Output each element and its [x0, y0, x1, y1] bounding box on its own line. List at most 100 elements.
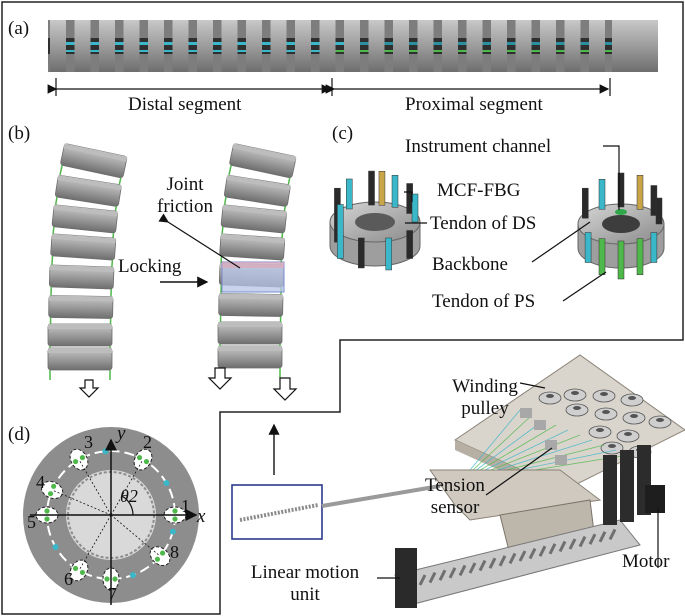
screw-thread [478, 559, 487, 572]
screw-thread [498, 555, 507, 567]
link-disk [123, 20, 140, 72]
x-axis-label: x [197, 506, 206, 527]
tendon-ps-label: Tendon of PS [432, 291, 536, 312]
tendon-segment [139, 42, 148, 45]
tendon-segment [237, 42, 246, 45]
down-arrow-left [78, 379, 100, 398]
tendon-segment [458, 50, 467, 52]
hole-number-8: 8 [170, 542, 179, 562]
tendon-segment [311, 50, 320, 52]
rod [337, 204, 344, 259]
mcf-fbg-label: MCF-FBG [437, 180, 521, 201]
link-disk [515, 20, 532, 72]
link-disk [74, 20, 91, 72]
cyan-hole [169, 528, 176, 535]
tendon-segment [139, 50, 148, 52]
tendon-segment [262, 42, 271, 45]
spoke [51, 489, 112, 516]
tendon-segment [164, 50, 173, 52]
rod [385, 237, 392, 271]
screw-thread [558, 540, 567, 553]
rod [406, 230, 413, 259]
tendon-segment [286, 42, 295, 45]
bending-link [50, 233, 117, 271]
backbone-label: Backbone [432, 254, 508, 275]
link-disk [319, 20, 336, 72]
pulley-hub [656, 418, 664, 422]
link-disk [564, 20, 581, 72]
screw-thread [608, 528, 617, 541]
leader-instrument-channel [603, 145, 620, 210]
tendon-hole [79, 454, 86, 461]
tendon-segment [409, 50, 418, 52]
screw-thread [468, 562, 477, 574]
down-arrow-right [272, 377, 298, 401]
tendon-segment [531, 42, 540, 45]
screw-thread [548, 543, 557, 555]
pulley-hub [630, 414, 638, 418]
bending-link [223, 174, 291, 217]
link-disk [172, 20, 189, 72]
rod [411, 193, 419, 223]
panel-d-cross-section [23, 427, 199, 605]
tendon-segment [360, 42, 369, 45]
leader-winding-pulley [519, 382, 546, 389]
screw-thread [438, 569, 447, 581]
tendon-segment [409, 42, 418, 45]
screw-thread [568, 538, 577, 550]
linear-motion-unit-label: Linear motion unit [250, 562, 360, 605]
tension-sensor-label: Tension sensor [425, 475, 485, 518]
link-disk [295, 20, 311, 72]
screw-thread [428, 571, 437, 584]
pulley-hub [602, 410, 610, 414]
pulley-hub [573, 406, 581, 410]
rod [346, 178, 353, 210]
panel-label-a: (a) [8, 18, 30, 39]
link-disk [344, 20, 360, 72]
screw-thread [578, 535, 587, 548]
tendon-hole [136, 454, 143, 461]
link-disk [246, 20, 262, 72]
rod [582, 187, 589, 219]
tendon-hole [104, 576, 110, 582]
distal-segment-label: Distal segment [128, 94, 242, 115]
tendon-segment [458, 42, 467, 45]
rod [598, 179, 606, 210]
tendon-segment [556, 42, 565, 45]
pulley-hub [624, 432, 632, 436]
inset-box [231, 484, 323, 540]
screw-thread [508, 552, 517, 565]
tendon-segment [580, 42, 589, 45]
link-disk [589, 20, 605, 72]
link-disk [491, 20, 507, 72]
tendon-segment [66, 50, 75, 52]
tendon-segment [580, 50, 589, 52]
leader-backbone [531, 221, 591, 263]
tendon-hole [51, 483, 57, 489]
tendon-segment [605, 42, 614, 45]
pulley-hub [600, 392, 608, 396]
bending-link [48, 295, 114, 329]
rod [650, 232, 658, 263]
pulley-hub [571, 391, 579, 395]
tendon-segment [213, 50, 222, 52]
cyan-hole [129, 572, 136, 579]
link-disk [442, 20, 458, 72]
tendon-segment [66, 42, 75, 45]
link-disk [368, 20, 385, 72]
link-disk [270, 20, 287, 72]
link-disk [393, 20, 409, 72]
panel-label-d: (d) [8, 424, 31, 445]
bending-link [59, 143, 128, 188]
tendon-segment [507, 42, 516, 45]
rod [655, 197, 663, 225]
screw-thread [418, 574, 427, 586]
leader-tension-sensor [485, 447, 553, 496]
hole-number-2: 2 [143, 432, 152, 452]
screw-thread [528, 547, 537, 560]
joint-friction-pointer [158, 213, 241, 269]
tendon-hole [143, 458, 150, 465]
cyan-hole [102, 448, 109, 455]
spoke [78, 459, 112, 516]
